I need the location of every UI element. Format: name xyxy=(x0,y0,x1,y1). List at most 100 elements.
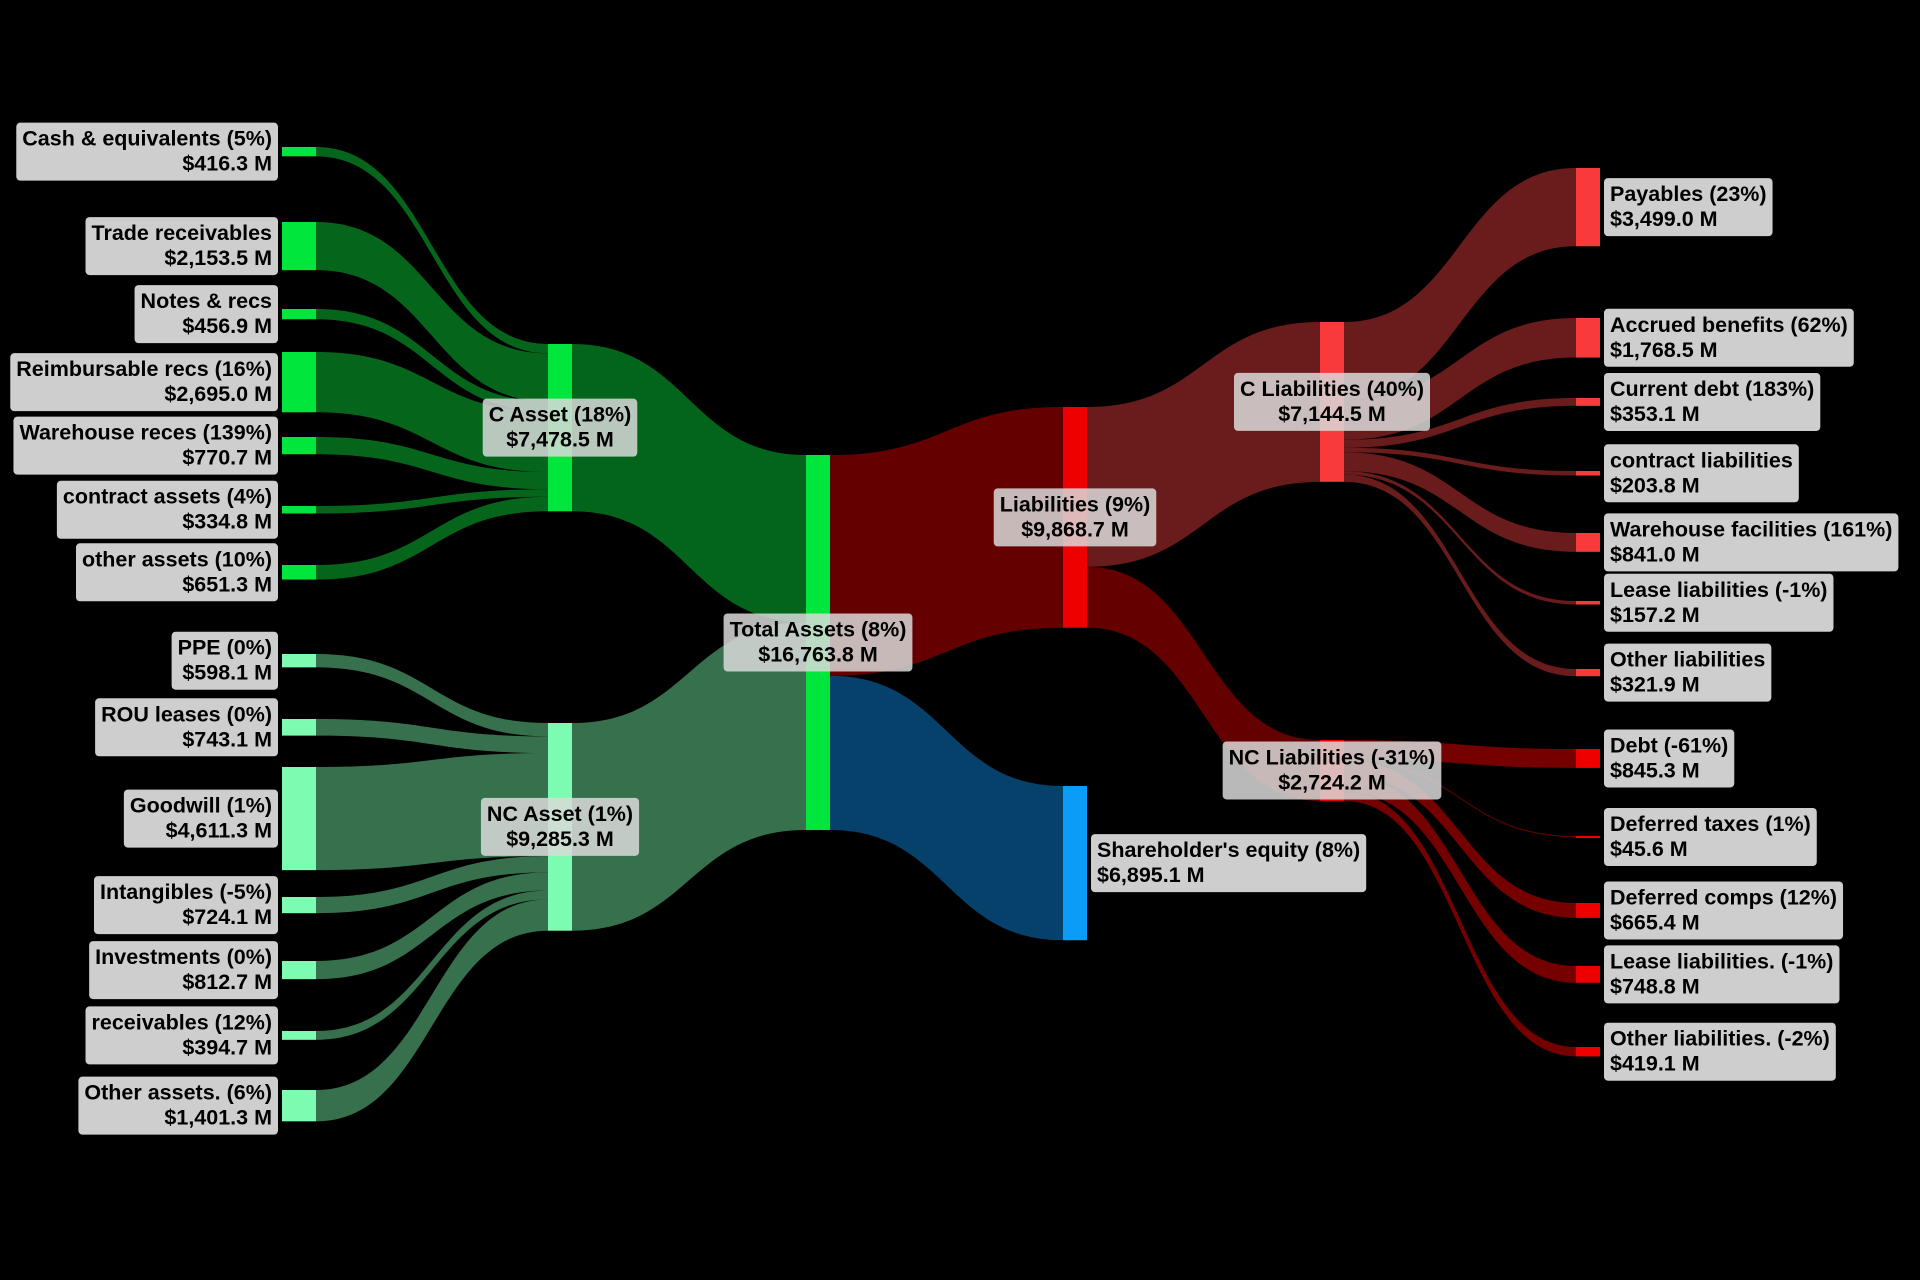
link-c_liab-to-contract_liab xyxy=(1344,447,1576,476)
node-value-text: $157.2 M xyxy=(1610,603,1700,627)
node-bar-goodwill[interactable] xyxy=(282,767,316,871)
node-label-wh_facilities: Warehouse facilities (161%)$841.0 M xyxy=(1604,513,1899,572)
node-bar-nc_other_liab[interactable] xyxy=(1576,1047,1600,1057)
node-name-text: contract assets (4%) xyxy=(63,485,272,509)
link-nc_receivables-to-nc_asset xyxy=(316,890,548,1040)
node-bar-accrued[interactable] xyxy=(1576,318,1600,358)
node-label-other_assets: other assets (10%)$651.3 M xyxy=(76,543,278,602)
node-bar-intangibles[interactable] xyxy=(282,897,316,914)
node-value-text: $416.3 M xyxy=(182,152,272,176)
node-bar-rou[interactable] xyxy=(282,719,316,736)
label-box xyxy=(78,1076,278,1135)
node-bar-cash[interactable] xyxy=(282,147,316,157)
label-box xyxy=(1604,808,1817,866)
node-bar-reimb[interactable] xyxy=(282,352,316,413)
node-value-text: $2,724.2 M xyxy=(1278,770,1386,794)
link-c_liab-to-payables xyxy=(1344,168,1576,401)
node-bar-nc_lease_liab[interactable] xyxy=(1576,966,1600,983)
label-box xyxy=(1604,178,1773,237)
node-value-text: $419.1 M xyxy=(1610,1052,1700,1076)
link-total_assets-to-liabilities xyxy=(830,407,1063,676)
label-box xyxy=(13,416,278,475)
node-bar-investments[interactable] xyxy=(282,961,316,980)
node-name-text: Debt (-61%) xyxy=(1610,733,1728,757)
node-bar-other_assets[interactable] xyxy=(282,565,316,580)
node-bar-other_liab[interactable] xyxy=(1576,669,1600,677)
node-value-text: $1,401.3 M xyxy=(164,1106,272,1130)
node-label-nc_receivables: receivables (12%)$394.7 M xyxy=(85,1006,278,1065)
link-other_assets-to-c_asset xyxy=(316,496,548,580)
node-name-text: Lease liabilities. (-1%) xyxy=(1610,949,1833,973)
node-value-text: $770.7 M xyxy=(182,446,272,470)
node-name-text: Notes & recs xyxy=(141,289,272,313)
label-box xyxy=(993,488,1157,547)
node-label-equity: Shareholder's equity (8%)$6,895.1 M xyxy=(1091,834,1367,893)
node-bar-lease_liab[interactable] xyxy=(1576,601,1600,605)
node-bar-current_debt[interactable] xyxy=(1576,398,1600,406)
node-label-nc_liab: NC Liabilities (-31%)$2,724.2 M xyxy=(1222,741,1442,800)
link-c_liab-to-current_debt xyxy=(1344,398,1576,448)
label-box xyxy=(1234,372,1430,431)
node-name-text: Cash & equivalents (5%) xyxy=(22,127,272,151)
node-label-contract_assets: contract assets (4%)$334.8 M xyxy=(56,480,278,539)
label-box xyxy=(723,613,913,672)
node-label-nc_other_assets: Other assets. (6%)$1,401.3 M xyxy=(78,1076,278,1135)
node-bar-debt[interactable] xyxy=(1576,749,1600,768)
node-value-text: $353.1 M xyxy=(1610,402,1700,426)
node-bar-whrecs[interactable] xyxy=(282,437,316,455)
label-box xyxy=(1604,513,1899,572)
node-value-text: $16,763.8 M xyxy=(758,643,878,667)
node-bar-contract_assets[interactable] xyxy=(282,506,316,514)
node-bar-payables[interactable] xyxy=(1576,168,1600,247)
label-box xyxy=(1604,643,1772,702)
link-total_assets-to-equity xyxy=(830,675,1063,941)
node-bar-nc_other_assets[interactable] xyxy=(282,1090,316,1122)
node-bar-ppe[interactable] xyxy=(282,654,316,668)
node-name-text: ROU leases (0%) xyxy=(101,702,272,726)
link-cash-to-c_asset xyxy=(316,147,548,354)
node-name-text: NC Liabilities (-31%) xyxy=(1229,745,1436,769)
node-name-text: C Asset (18%) xyxy=(489,403,632,427)
node-name-text: Other liabilities xyxy=(1610,648,1765,672)
label-box xyxy=(93,876,278,935)
node-label-ppe: PPE (0%)$598.1 M xyxy=(171,631,278,690)
node-name-text: Other assets. (6%) xyxy=(84,1081,272,1105)
label-box xyxy=(482,398,638,457)
node-bar-notes[interactable] xyxy=(282,309,316,320)
node-value-text: $7,478.5 M xyxy=(506,428,614,452)
node-value-text: $812.7 M xyxy=(182,970,272,994)
node-bar-nc_receivables[interactable] xyxy=(282,1031,316,1040)
link-c_liab-to-other_liab xyxy=(1344,474,1576,677)
node-name-text: Trade receivables xyxy=(92,221,273,245)
node-value-text: $3,499.0 M xyxy=(1610,207,1718,231)
node-bar-trade[interactable] xyxy=(282,222,316,271)
label-box xyxy=(134,285,278,344)
node-name-text: Accrued benefits (62%) xyxy=(1610,313,1848,337)
node-value-text: $841.0 M xyxy=(1610,542,1700,566)
node-bar-contract_liab[interactable] xyxy=(1576,471,1600,476)
label-box xyxy=(1604,1022,1836,1081)
node-bar-wh_facilities[interactable] xyxy=(1576,533,1600,552)
label-box xyxy=(56,480,278,539)
node-bar-equity[interactable] xyxy=(1063,786,1087,941)
link-c_liab-to-lease_liab xyxy=(1344,471,1576,605)
node-label-nc_lease_liab: Lease liabilities. (-1%)$748.8 M xyxy=(1604,945,1840,1004)
node-name-text: Warehouse facilities (161%) xyxy=(1610,517,1892,541)
node-name-text: contract liabilities xyxy=(1610,448,1793,472)
node-value-text: $651.3 M xyxy=(182,572,272,596)
link-intangibles-to-nc_asset xyxy=(316,856,548,914)
node-bar-deferred_comps[interactable] xyxy=(1576,903,1600,918)
node-label-intangibles: Intangibles (-5%)$724.1 M xyxy=(93,876,278,935)
node-label-deferred_taxes: Deferred taxes (1%)$45.6 M xyxy=(1604,808,1817,866)
node-bars xyxy=(282,147,1600,1122)
node-label-nc_other_liab: Other liabilities. (-2%)$419.1 M xyxy=(1604,1022,1836,1081)
label-box xyxy=(1604,881,1844,940)
node-value-text: $2,695.0 M xyxy=(164,382,272,406)
node-name-text: Goodwill (1%) xyxy=(130,794,272,818)
node-bar-deferred_taxes[interactable] xyxy=(1576,836,1600,838)
node-label-c_liab: C Liabilities (40%)$7,144.5 M xyxy=(1234,372,1430,431)
node-value-text: $321.9 M xyxy=(1610,673,1700,697)
node-name-text: Current debt (183%) xyxy=(1610,377,1814,401)
node-label-trade: Trade receivables$2,153.5 M xyxy=(85,217,278,276)
